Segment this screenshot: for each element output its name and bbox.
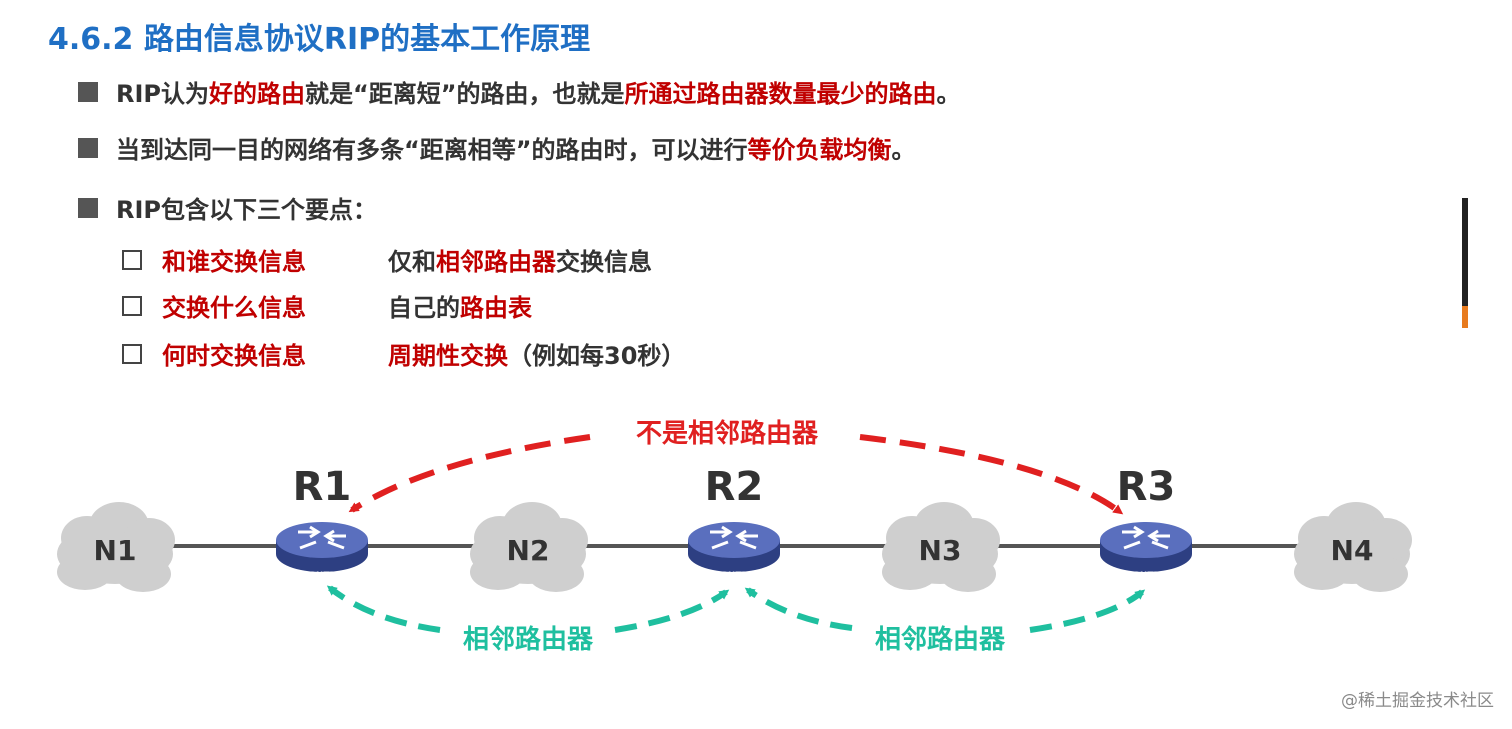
router-icon-r3: [1098, 520, 1194, 574]
router-caption: ROUTER: [301, 571, 342, 581]
checkbox-icon: [122, 343, 142, 364]
not-adjacent-label: 不是相邻路由器: [636, 418, 819, 449]
highlight: 所通过路由器数量最少的路由: [624, 80, 937, 108]
bullet-good-route: RIP认为好的路由就是“距离短”的路由，也就是所通过路由器数量最少的路由。: [78, 74, 961, 109]
checkbox-icon: [122, 295, 142, 316]
point-row: 何时交换信息 周期性交换（例如每30秒）: [122, 336, 685, 371]
bullet-square-icon: [78, 81, 98, 102]
not-adjacent-arrow-left: [348, 434, 591, 513]
text: RIP包含以下三个要点：: [116, 196, 377, 224]
page-title: 4.6.2 路由信息协议RIP的基本工作原理: [48, 22, 591, 57]
text: 交换信息: [556, 248, 652, 276]
bullet-square-icon: [78, 197, 98, 218]
point-key: 交换什么信息: [162, 294, 306, 322]
watermark: @稀土掘金技术社区: [1341, 691, 1494, 711]
text: 。: [936, 80, 961, 108]
highlight: 相邻路由器: [436, 248, 556, 276]
router-label-r3: R3: [1117, 464, 1176, 510]
adjacent-arrow-r2-right: [744, 587, 853, 631]
highlight: 路由表: [460, 294, 532, 322]
highlight: 等价负载均衡: [747, 136, 892, 164]
text: 自己的: [388, 294, 460, 322]
router-label-r2: R2: [705, 464, 764, 510]
point-key: 和谁交换信息: [162, 248, 306, 276]
point-key: 何时交换信息: [162, 342, 306, 370]
network-label-n1: N1: [94, 534, 137, 567]
network-label-n3: N3: [919, 534, 962, 567]
adjacent-arrow-r1: [326, 585, 441, 633]
bullet-load-balance: 当到达同一目的网络有多条“距离相等”的路由时，可以进行等价负载均衡。: [78, 130, 916, 165]
highlight: 周期性交换: [388, 342, 508, 370]
text: 当到达同一目的网络有多条“距离相等”的路由时，可以进行: [116, 136, 748, 164]
checkbox-icon: [122, 249, 142, 270]
network-label-n2: N2: [507, 534, 550, 567]
bullet-three-points: RIP包含以下三个要点：: [78, 190, 377, 225]
scroll-indicator: [1462, 198, 1468, 328]
adjacent-label-left: 相邻路由器: [463, 624, 594, 655]
adjacent-label-right: 相邻路由器: [875, 624, 1006, 655]
text: （例如每30秒）: [508, 342, 686, 370]
highlight: 好的路由: [209, 80, 305, 108]
point-row: 交换什么信息 自己的路由表: [122, 288, 532, 323]
router-icon-r1: [274, 520, 370, 574]
router-caption: ROUTER: [713, 571, 754, 581]
router-icon-r2: [686, 520, 782, 574]
text: 就是“距离短”的路由，也就是: [305, 80, 625, 108]
text: 仅和: [388, 248, 436, 276]
router-label-r1: R1: [293, 464, 352, 510]
text: 。: [891, 136, 916, 164]
network-label-n4: N4: [1331, 534, 1374, 567]
adjacent-arrow-r2-left: [614, 589, 730, 633]
text: RIP认为: [116, 80, 209, 108]
router-caption: ROUTER: [1125, 571, 1166, 581]
adjacent-arrow-r3: [1029, 589, 1146, 633]
point-row: 和谁交换信息 仅和相邻路由器交换信息: [122, 242, 652, 277]
bullet-square-icon: [78, 137, 98, 158]
not-adjacent-arrow-right: [859, 434, 1124, 515]
